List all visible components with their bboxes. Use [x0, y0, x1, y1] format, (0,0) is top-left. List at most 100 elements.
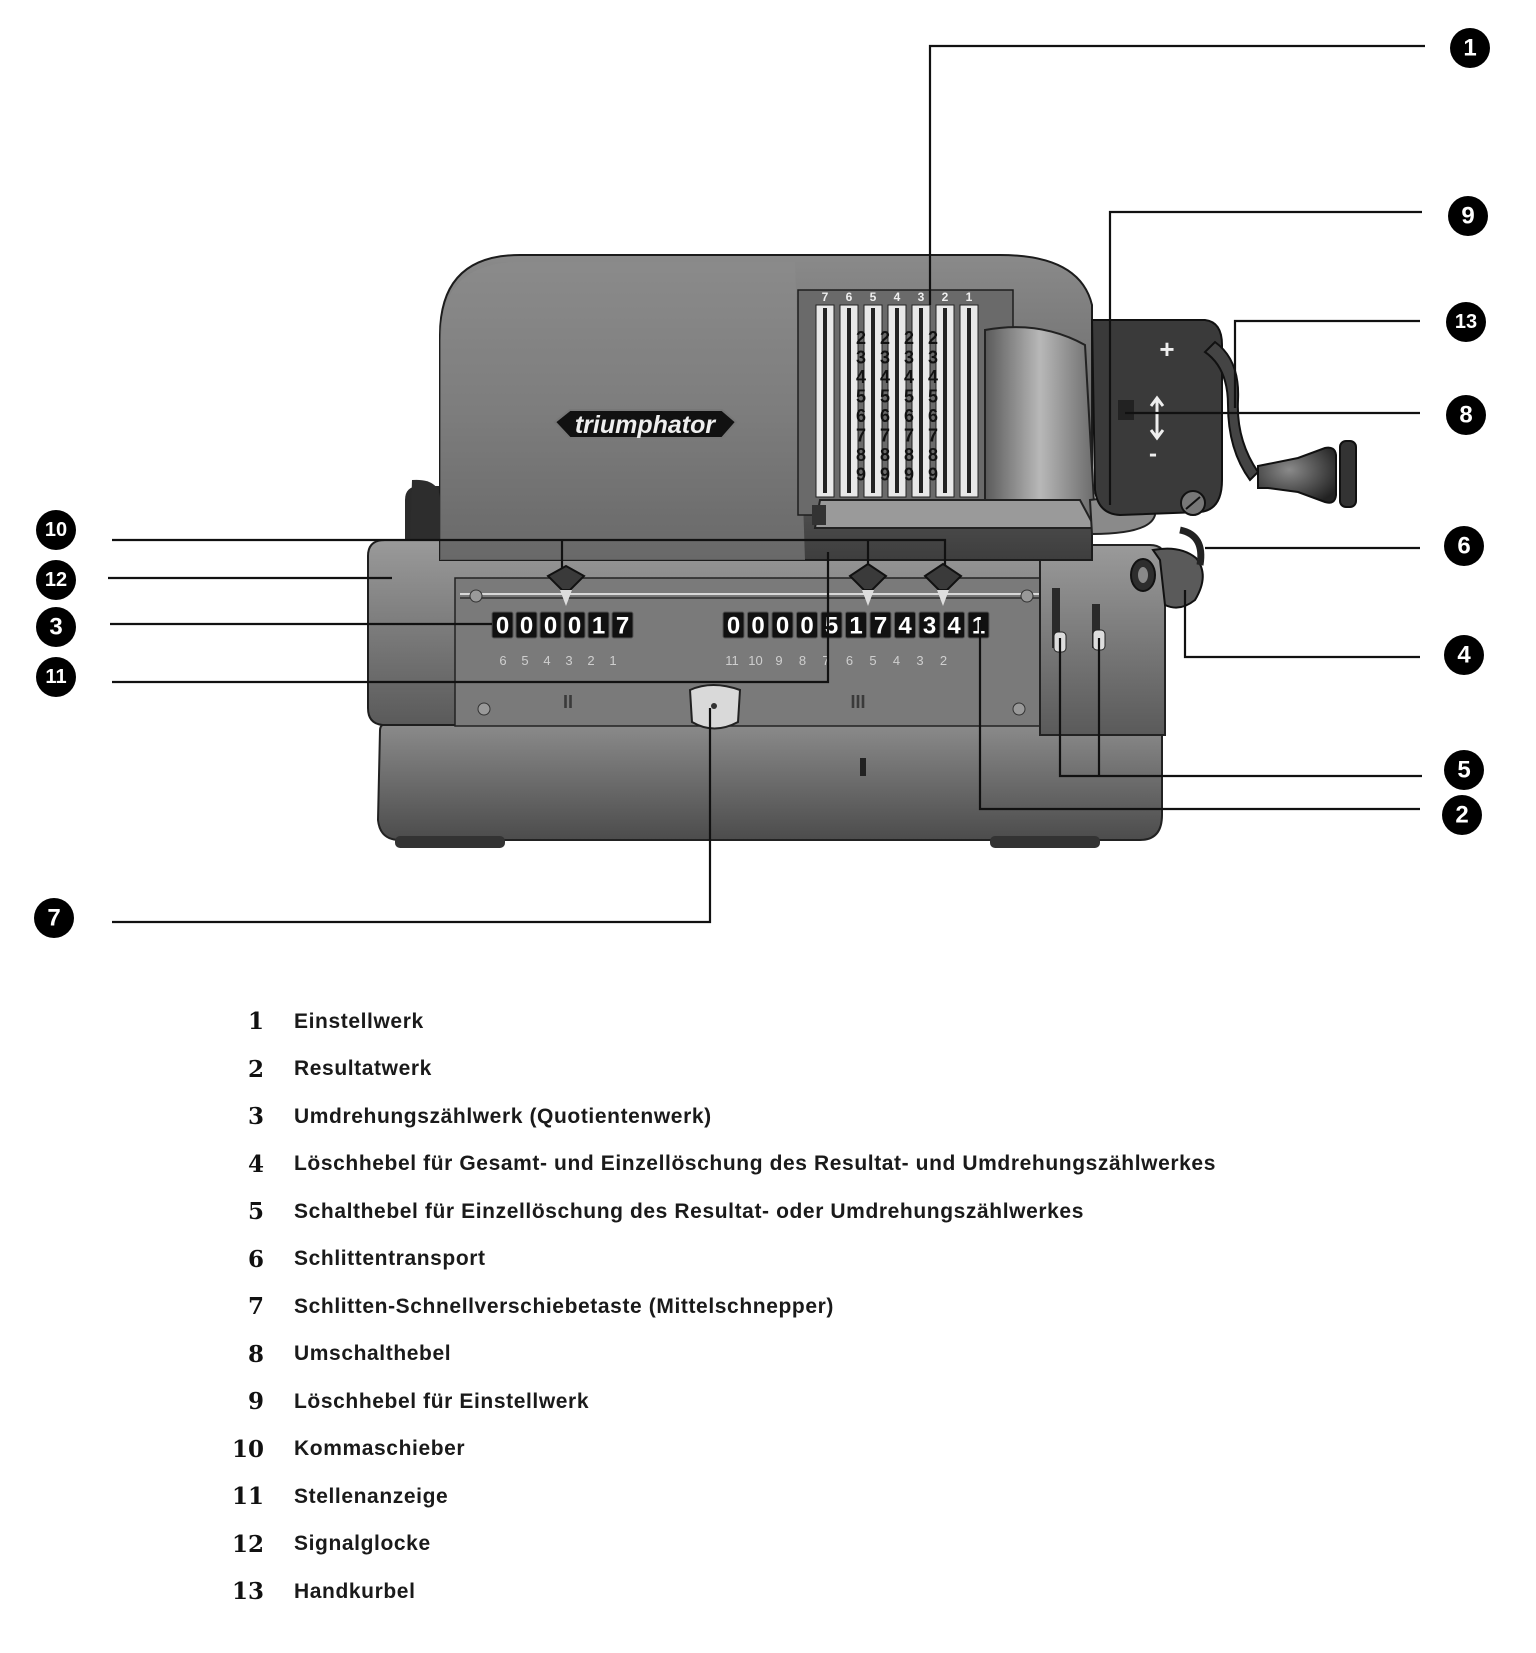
svg-text:3: 3 — [49, 614, 62, 641]
clearing-lever[interactable] — [1130, 547, 1204, 609]
result-digit-window — [820, 611, 843, 639]
callout-13: 13 — [1446, 302, 1486, 342]
result-scale-label: 10 — [748, 653, 762, 668]
setting-wheel-digit: 5 — [928, 387, 938, 407]
leader-line-7 — [112, 708, 712, 924]
setting-wheel-digit: 7 — [880, 426, 890, 446]
result-digit: 4 — [947, 613, 961, 640]
svg-text:2: 2 — [1455, 802, 1468, 829]
svg-text:5: 5 — [1457, 757, 1470, 784]
svg-text:4: 4 — [1457, 642, 1471, 669]
result-position-scale: 11 10 9 8 7 6 5 4 3 2 — [725, 653, 947, 668]
legend-label: Einstellwerk — [294, 1009, 424, 1033]
result-scale-label: 5 — [869, 653, 876, 668]
setting-wheel-head-label: 3 — [918, 290, 925, 304]
setting-wheel-digit: 5 — [856, 387, 866, 407]
legend-label: Signalglocke — [294, 1532, 431, 1556]
setting-wheel-digit: 5 — [880, 387, 890, 407]
setting-wheel-digit: 8 — [880, 445, 890, 465]
setting-wheel-head-label: 6 — [846, 290, 853, 304]
svg-text:10: 10 — [45, 519, 67, 541]
leader-line-5a — [1058, 638, 1422, 778]
svg-text:12: 12 — [45, 569, 67, 591]
legend-number: 9 — [247, 1388, 264, 1416]
result-scale-label: 9 — [775, 653, 782, 668]
callout-4: 4 — [1444, 635, 1484, 675]
decimal-marker[interactable] — [848, 562, 888, 606]
setting-wheel-digit: 2 — [904, 328, 914, 348]
legend-item: 9 Löschhebel für Einstellwerk — [228, 1378, 1328, 1426]
quotient-scale-label: 2 — [587, 653, 594, 668]
setting-wheel-digit: 2 — [928, 328, 938, 348]
result-scale-label: 6 — [846, 653, 853, 668]
callout-8: 8 — [1446, 395, 1486, 435]
legend-label: Kommaschieber — [294, 1437, 466, 1461]
leader-line-13 — [1233, 319, 1420, 408]
quotient-digit: 0 — [568, 613, 581, 640]
quotient-digit-window — [539, 611, 562, 639]
callout-2: 2 — [1442, 795, 1482, 835]
quotient-digit-window — [563, 611, 586, 639]
setting-wheel-digit: 5 — [904, 387, 914, 407]
result-scale-label: 4 — [893, 653, 900, 668]
legend-number: 8 — [247, 1340, 264, 1368]
decimal-marker[interactable] — [546, 564, 586, 606]
leader-line-9 — [1108, 210, 1422, 505]
result-scale-label: 8 — [799, 653, 806, 668]
crank-plus-sign: + — [1159, 334, 1174, 364]
shift-arrow-icon — [1149, 395, 1165, 441]
result-scale-label: 7 — [822, 653, 829, 668]
callout-12: 12 — [36, 560, 76, 600]
callout-11: 11 — [36, 657, 76, 697]
callout-1: 1 — [1450, 28, 1490, 68]
result-scale-label: 3 — [916, 653, 923, 668]
hand-crank[interactable] — [1203, 340, 1357, 508]
quotient-scale-label: 3 — [565, 653, 572, 668]
setting-wheel-digit: 6 — [904, 406, 914, 426]
quotient-scale-label: 5 — [521, 653, 528, 668]
carriage-shift-lever[interactable] — [1179, 526, 1205, 566]
callout-7: 7 — [34, 898, 74, 938]
quotient-digit: 0 — [544, 613, 557, 640]
setting-wheel-digit: 6 — [928, 406, 938, 426]
result-digit-window — [845, 611, 867, 639]
setting-wheel-digit: 3 — [856, 348, 866, 368]
legend-number: 7 — [247, 1293, 264, 1321]
setting-wheel-digit: 4 — [880, 367, 890, 387]
result-digit: 0 — [751, 613, 764, 640]
callout-10: 10 — [36, 510, 76, 550]
quotient-digit: 0 — [520, 613, 533, 640]
legend-label: Resultatwerk — [294, 1057, 432, 1081]
quotient-digit: 7 — [616, 613, 629, 640]
callout-5: 5 — [1444, 750, 1484, 790]
callout-badges: 1 9 13 8 6 4 5 2 10 12 3 11 7 — [34, 28, 1490, 938]
legend-number: 12 — [231, 1530, 264, 1558]
svg-text:6: 6 — [1457, 533, 1470, 560]
result-scale-label: 2 — [940, 653, 947, 668]
result-scale-label: 11 — [725, 653, 739, 668]
svg-text:1: 1 — [1463, 35, 1476, 62]
setting-wheel-digit: 3 — [928, 348, 938, 368]
quotient-scale-label: 4 — [543, 653, 550, 668]
result-digit-window — [747, 611, 769, 639]
leader-line-1 — [928, 44, 1425, 305]
legend-label: Schalthebel für Einzellöschung des Resul… — [294, 1199, 1084, 1223]
decimal-marker[interactable] — [923, 562, 963, 606]
quotient-scale-label: 1 — [609, 653, 616, 668]
result-digit: 0 — [776, 613, 789, 640]
setting-wheel-digit: 3 — [880, 348, 890, 368]
leader-line-4 — [1183, 590, 1420, 659]
machine-base — [376, 721, 1163, 841]
quotient-digit-window — [587, 611, 610, 639]
legend-label: Löschhebel für Einstellwerk — [294, 1389, 590, 1413]
result-digit: 3 — [923, 613, 936, 640]
